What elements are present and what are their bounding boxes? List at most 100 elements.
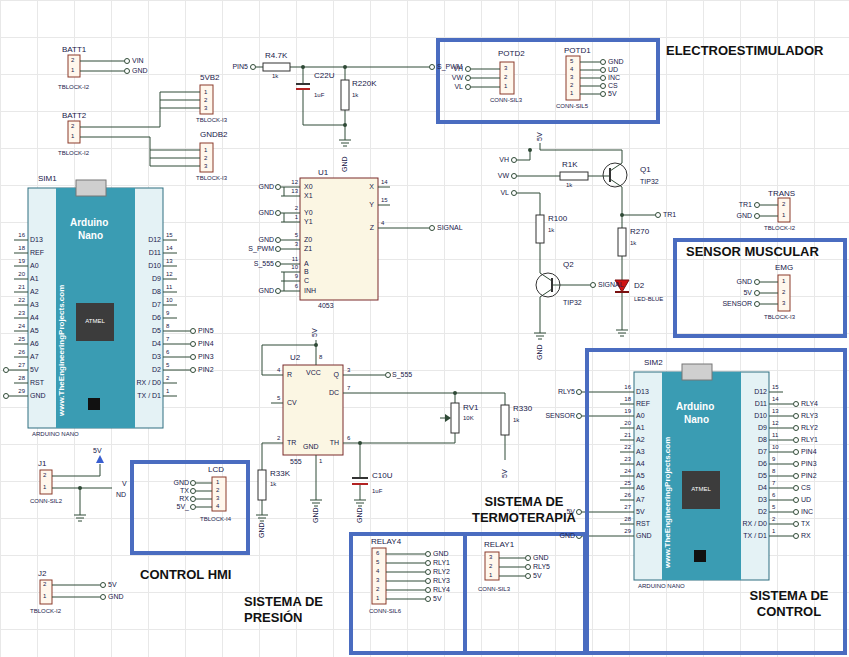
pin-number: 8	[319, 354, 322, 360]
led-bar	[615, 291, 629, 293]
signal-label: C	[304, 277, 309, 284]
pin-number: 22	[624, 444, 631, 450]
signal-label: D11	[755, 400, 767, 407]
pin-number: 26	[18, 349, 25, 355]
signal-label: INC	[801, 508, 813, 515]
signal-label: D8	[152, 288, 161, 295]
part-label: LCD	[208, 466, 224, 474]
pin-number: 1k	[630, 240, 636, 246]
region-box: ELECTROESTIMULADOR	[436, 38, 660, 124]
pin-number: 1	[295, 214, 298, 220]
pin-number: 10	[166, 297, 173, 303]
part-label: TRANS	[768, 190, 795, 198]
terminal-block	[566, 56, 580, 100]
terminal-block	[40, 580, 52, 604]
pin-number: 4	[216, 503, 219, 509]
section-heading: CONTROL HMI	[140, 567, 280, 583]
signal-label: VH	[499, 156, 509, 163]
part-label: Nano	[684, 415, 709, 425]
signal-label: D3	[152, 353, 161, 360]
pin-number: 1	[376, 595, 379, 601]
signal-label: SENSOR	[545, 412, 575, 419]
signal-label: 5V_	[177, 503, 189, 510]
ic-bodies	[283, 178, 378, 455]
part-label: BATT1	[62, 46, 86, 54]
pin-number: 1	[782, 212, 785, 218]
pin-number: 1	[166, 388, 169, 394]
pin-number: 6	[295, 283, 298, 289]
terminal-block	[372, 548, 386, 604]
signal-label: D5	[758, 472, 767, 479]
pin-number: CONN-SIL5	[556, 103, 588, 109]
pin-number: 1	[71, 67, 74, 73]
terminal-block	[778, 198, 790, 222]
pin-number: 18	[18, 245, 25, 251]
signal-label: Y	[369, 201, 374, 208]
signal-label: D12	[148, 236, 161, 243]
pin-number: 6	[347, 435, 350, 441]
signal-label: PIN2	[801, 472, 817, 479]
transistor-symbol	[536, 273, 560, 297]
signal-label: RX / D0	[136, 379, 161, 386]
signal-label: Z	[370, 224, 374, 231]
pin-number: 2	[504, 74, 507, 80]
chip-symbol	[682, 471, 720, 509]
signal-label: TIP32	[640, 178, 659, 185]
signal-label: RLY3	[433, 577, 450, 584]
signal-label: 5V	[608, 90, 617, 97]
signal-label: X0	[304, 183, 313, 190]
pin-number: TBLOCK-I3	[196, 175, 227, 181]
part-label: Arduino	[70, 218, 108, 228]
signal-label: TX / D1	[137, 392, 161, 399]
signal-label: S_555	[392, 371, 412, 378]
pin-number: 1	[489, 572, 492, 578]
pin-number: 2	[772, 516, 775, 522]
signal-label: RLY1	[433, 559, 450, 566]
signal-label: PIN3	[198, 353, 214, 360]
signal-label: GND	[559, 532, 575, 539]
pin-number: TBLOCK-I2	[58, 150, 89, 156]
pin-number: 2	[71, 57, 74, 63]
power-arrow	[96, 455, 104, 463]
pin-number: 15	[166, 232, 173, 238]
pin-number: 2	[166, 375, 169, 381]
pin-number: 15	[381, 197, 388, 203]
pin-number: 10	[291, 264, 298, 270]
pin-number: 25	[624, 480, 631, 486]
pin-number: 3	[376, 577, 379, 583]
signal-label: D6	[758, 460, 767, 467]
signal-label: RX	[179, 495, 189, 502]
pin-number: 11	[772, 432, 778, 438]
signal-label: D10	[754, 412, 767, 419]
capacitor-plates	[296, 84, 368, 478]
signal-label: D8	[758, 436, 767, 443]
part-label: POTD2	[498, 50, 525, 58]
signal-label: 5V	[566, 508, 575, 515]
pin-number: 2	[570, 82, 573, 88]
signal-label: Y1	[304, 218, 313, 225]
terminal-block	[68, 121, 80, 143]
part-label: U2	[290, 354, 300, 362]
region-box: SENSOR MUSCULAR	[673, 238, 847, 338]
signal-label: D7	[758, 448, 767, 455]
pin-number: 20	[18, 271, 25, 277]
pin-number: 5	[295, 232, 298, 238]
signal-label: GND	[636, 532, 652, 539]
pin-number: 3	[204, 163, 207, 169]
signal-label: RST	[636, 520, 650, 527]
terminal-blocks	[40, 55, 790, 604]
pin-number: 7	[347, 385, 350, 391]
signal-label: VL	[454, 83, 463, 90]
signal-label: 4053	[318, 302, 334, 309]
pin-number: LED-BLUE	[634, 296, 663, 302]
part-label: Nano	[78, 231, 103, 241]
pin-number: 5	[166, 362, 169, 368]
pin-number: 3	[295, 241, 298, 247]
board-pcb	[56, 188, 135, 428]
part-label: C10U	[372, 472, 392, 480]
pin-number: 19	[624, 408, 631, 414]
pin-number: 3	[216, 495, 219, 501]
signal-label: RLY2	[801, 424, 818, 431]
pin-number: 7	[166, 336, 169, 342]
pin-number: 13	[291, 188, 298, 194]
